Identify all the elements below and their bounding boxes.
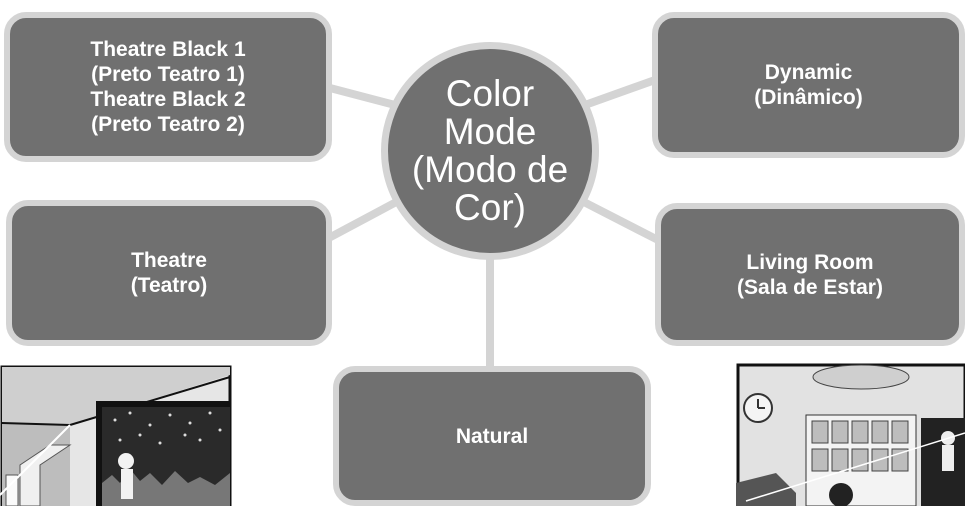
- theatre-mode-box: Theatre (Teatro): [6, 200, 332, 346]
- theatre-room-illustration: [0, 365, 232, 506]
- theatre-black-1-translation: (Preto Teatro 1): [91, 63, 245, 86]
- theatre-black-2-translation: (Preto Teatro 2): [91, 113, 245, 136]
- theatre-black-mode-box: Theatre Black 1 (Preto Teatro 1) Theatre…: [4, 12, 332, 162]
- color-mode-hub: Color Mode (Modo de Cor): [381, 42, 599, 260]
- connector-theatre-black: [326, 84, 399, 109]
- dynamic-translation: (Dinâmico): [754, 86, 863, 109]
- natural-label: Natural: [455, 424, 529, 448]
- connector-dynamic: [581, 76, 659, 109]
- living-room-translation: (Sala de Estar): [737, 275, 883, 299]
- dynamic-mode-box: Dynamic (Dinâmico): [652, 12, 965, 158]
- natural-mode-box: Natural: [333, 366, 651, 506]
- living-room-label: Living Room: [746, 250, 874, 274]
- dynamic-label: Dynamic: [764, 61, 853, 84]
- connector-theatre: [321, 196, 404, 244]
- hub-line-3: (Modo de: [411, 149, 569, 190]
- theatre-translation: (Teatro): [130, 274, 208, 297]
- theatre-label: Theatre: [131, 249, 207, 272]
- hub-line-4: Cor): [454, 187, 526, 228]
- living-room-mode-box: Living Room (Sala de Estar): [655, 203, 965, 346]
- living-room-illustration: [736, 363, 965, 506]
- hub-line-2: Mode: [443, 111, 537, 152]
- connector-living-room: [576, 196, 662, 244]
- theatre-black-1-label: Theatre Black 1: [90, 38, 246, 61]
- hub-line-1: Color: [445, 73, 535, 114]
- theatre-black-2-label: Theatre Black 2: [90, 88, 246, 111]
